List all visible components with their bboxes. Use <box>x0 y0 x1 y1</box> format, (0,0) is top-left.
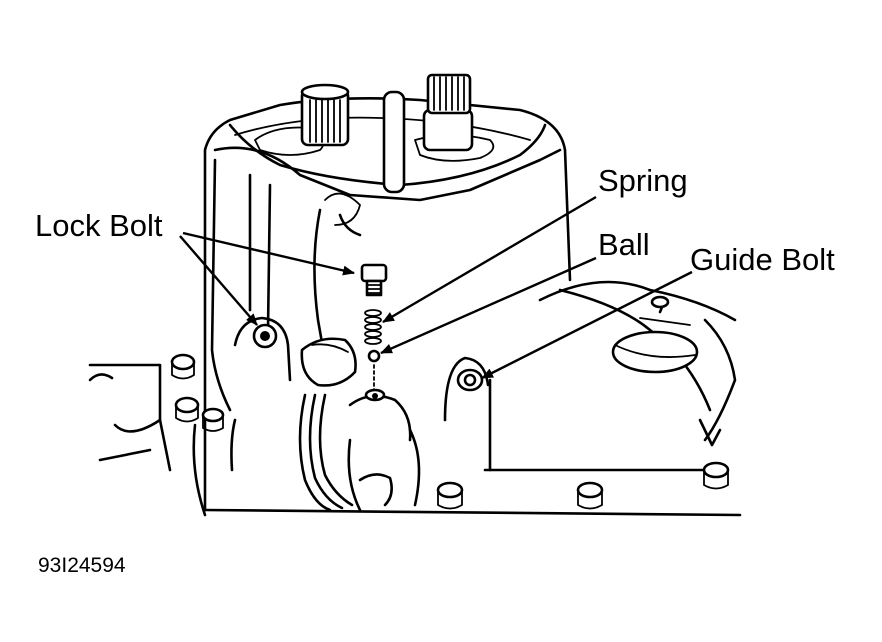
lock-bolt-leader-to-upper-bolt <box>182 231 355 276</box>
lock-bolt-label: Lock Bolt <box>35 208 163 243</box>
lock-bolt-leader-to-lower-bolt <box>179 235 258 326</box>
spring-label: Spring <box>598 163 688 198</box>
spring-leader <box>382 195 597 324</box>
ball-label: Ball <box>598 227 650 262</box>
figure-code: 93I24594 <box>38 554 126 577</box>
transaxle-case-illustration <box>88 73 742 517</box>
ball-leader <box>380 256 597 355</box>
leader-lines <box>179 195 693 380</box>
guide-bolt-label: Guide Bolt <box>690 242 835 277</box>
guide-bolt-leader <box>481 270 693 380</box>
